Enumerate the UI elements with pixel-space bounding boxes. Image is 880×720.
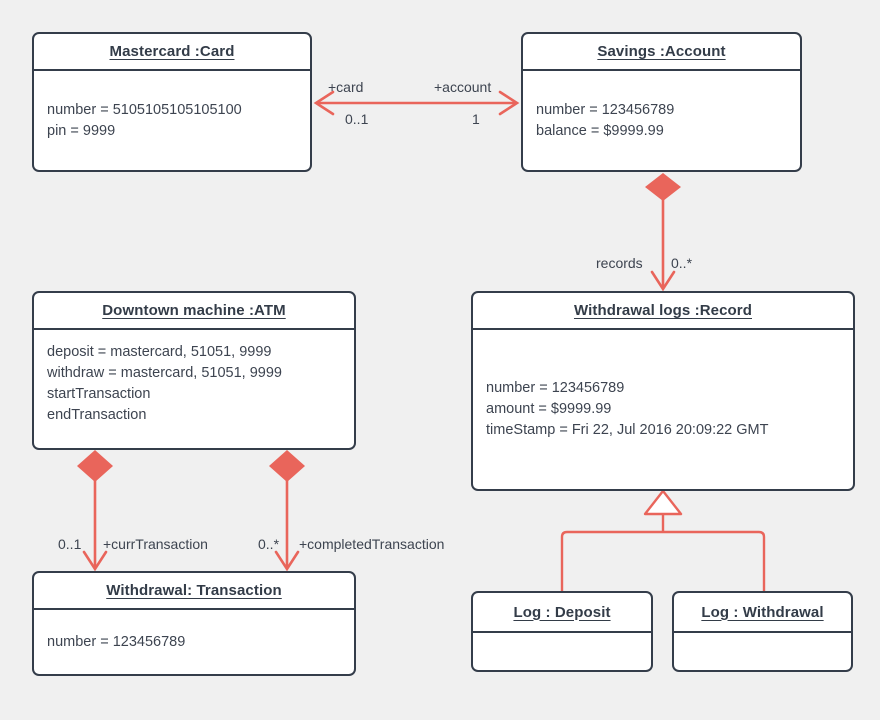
object-box-card[interactable]: Mastercard :Card number = 51051051051051… bbox=[32, 32, 312, 172]
attribute-line: endTransaction bbox=[47, 407, 147, 423]
attribute-line: number = 5105105105105100 bbox=[47, 101, 242, 118]
edge-label-completed-transaction-role: +completedTransaction bbox=[299, 536, 445, 552]
connector-account-record bbox=[645, 173, 681, 292]
attribute-line: amount = $9999.99 bbox=[486, 401, 612, 417]
edge-label-card-multiplicity: 0..1 bbox=[345, 111, 369, 127]
object-box-record[interactable]: Withdrawal logs :Record number = 1234567… bbox=[471, 291, 855, 491]
attribute-line: number = 123456789 bbox=[47, 633, 186, 650]
edge-label-curr-transaction-role: +currTransaction bbox=[103, 536, 208, 552]
object-atm-attributes: deposit = mastercard, 51051, 9999 withdr… bbox=[34, 330, 354, 448]
object-atm-title: Downtown machine :ATM bbox=[102, 302, 286, 319]
edge-label-completed-transaction-multiplicity: 0..* bbox=[258, 536, 280, 552]
object-box-atm[interactable]: Downtown machine :ATM deposit = masterca… bbox=[32, 291, 356, 450]
edge-label-records-role: records bbox=[596, 255, 643, 271]
object-log-deposit-header: Log : Deposit bbox=[473, 593, 651, 633]
attribute-line: timeStamp = Fri 22, Jul 2016 20:09:22 GM… bbox=[486, 422, 769, 438]
object-log-withdrawal-title: Log : Withdrawal bbox=[701, 603, 824, 621]
attribute-line: deposit = mastercard, 51051, 9999 bbox=[47, 344, 272, 360]
object-card-attributes: number = 5105105105105100 pin = 9999 bbox=[34, 71, 310, 170]
edge-label-records-multiplicity: 0..* bbox=[671, 255, 693, 271]
object-box-account[interactable]: Savings :Account number = 123456789 bala… bbox=[521, 32, 802, 172]
attribute-line: balance = $9999.99 bbox=[536, 122, 664, 139]
object-account-header: Savings :Account bbox=[523, 34, 800, 71]
attribute-line: withdraw = mastercard, 51051, 9999 bbox=[47, 365, 282, 381]
attribute-line: startTransaction bbox=[47, 386, 151, 402]
object-box-transaction[interactable]: Withdrawal: Transaction number = 1234567… bbox=[32, 571, 356, 676]
object-atm-header: Downtown machine :ATM bbox=[34, 293, 354, 330]
edge-label-curr-transaction-multiplicity: 0..1 bbox=[58, 536, 82, 552]
object-record-header: Withdrawal logs :Record bbox=[473, 293, 853, 330]
object-account-title: Savings :Account bbox=[597, 43, 726, 60]
attribute-line: pin = 9999 bbox=[47, 122, 116, 139]
object-record-attributes: number = 123456789 amount = $9999.99 tim… bbox=[473, 330, 853, 489]
object-log-deposit-attributes bbox=[473, 633, 651, 670]
edge-label-account-multiplicity: 1 bbox=[472, 111, 480, 127]
object-transaction-header: Withdrawal: Transaction bbox=[34, 573, 354, 610]
object-account-attributes: number = 123456789 balance = $9999.99 bbox=[523, 71, 800, 170]
object-log-withdrawal-header: Log : Withdrawal bbox=[674, 593, 851, 633]
object-record-title: Withdrawal logs :Record bbox=[573, 302, 752, 319]
object-card-header: Mastercard :Card bbox=[34, 34, 310, 71]
attribute-line: number = 123456789 bbox=[536, 101, 675, 118]
object-box-log-deposit[interactable]: Log : Deposit bbox=[471, 591, 653, 672]
connector-log-generalization bbox=[560, 489, 766, 591]
object-card-title: Mastercard :Card bbox=[109, 43, 235, 60]
object-log-deposit-title: Log : Deposit bbox=[513, 603, 611, 621]
edge-label-card-role: +card bbox=[328, 79, 364, 95]
edge-label-account-role: +account bbox=[434, 79, 492, 95]
object-log-withdrawal-attributes bbox=[674, 633, 851, 670]
object-transaction-attributes: number = 123456789 bbox=[34, 610, 354, 674]
object-transaction-title: Withdrawal: Transaction bbox=[106, 582, 282, 599]
object-box-log-withdrawal[interactable]: Log : Withdrawal bbox=[672, 591, 853, 672]
attribute-line: number = 123456789 bbox=[486, 380, 625, 396]
